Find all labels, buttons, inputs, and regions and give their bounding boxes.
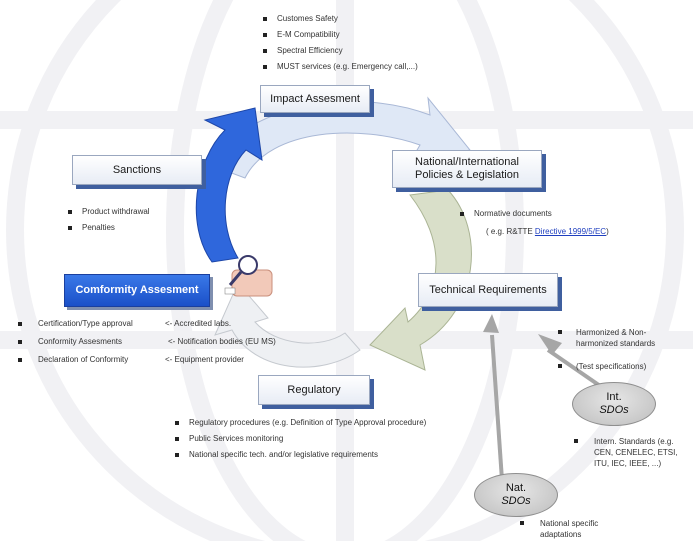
magnifier-hand-icon [224, 255, 273, 297]
policies-bullets: Normative documents [460, 209, 552, 225]
impact-assesment-box: Impact Assesment [260, 85, 370, 113]
list-item: Product withdrawal [68, 207, 150, 217]
sanctions-bullets: Product withdrawal Penalties [68, 207, 150, 239]
list-item: Customes Safety [263, 14, 418, 24]
list-item: Public Services monitoring [175, 434, 426, 444]
conformity-row: Conformity Assesments <- Notification bo… [18, 337, 348, 349]
arrow-policies-to-regulatory [369, 189, 472, 371]
list-item: Penalties [68, 223, 150, 233]
policies-reference: ( e.g. R&TTE Directive 1999/5/EC) [486, 227, 609, 236]
list-item: National specific tech. and/or legislati… [175, 450, 426, 460]
list-item: Normative documents [460, 209, 552, 219]
conformity-assesment-box: Comformity Assesment [64, 274, 210, 307]
regulatory-box: Regulatory [258, 375, 370, 405]
regulatory-bullets: Regulatory procedures (e.g. Definition o… [175, 418, 426, 466]
int-sdos-oval: Int. SDOs [572, 382, 656, 426]
nat-sdos-oval: Nat. SDOs [474, 473, 558, 517]
impact-bullets: Customes Safety E-M Compatibility Spectr… [263, 14, 418, 78]
conformity-row: Certification/Type approval <- Accredite… [18, 319, 348, 331]
list-item: Regulatory procedures (e.g. Definition o… [175, 418, 426, 428]
directive-link[interactable]: Directive 1999/5/EC [534, 227, 607, 236]
arrow-regulatory-to-conformity [214, 282, 361, 368]
technical-requirements-box: Technical Requirements [418, 273, 558, 307]
conformity-row: Declaration of Conformity <- Equipment p… [18, 355, 348, 367]
list-item: MUST services (e.g. Emergency call,...) [263, 62, 418, 72]
arrow-conformity-to-impact [195, 107, 263, 263]
arrow-impact-to-policies [209, 96, 471, 179]
list-item: Spectral Efficiency [263, 46, 418, 56]
policies-legislation-box: National/International Policies & Legisl… [392, 150, 542, 188]
sanctions-box: Sanctions [72, 155, 202, 185]
list-item: E-M Compatibility [263, 30, 418, 40]
